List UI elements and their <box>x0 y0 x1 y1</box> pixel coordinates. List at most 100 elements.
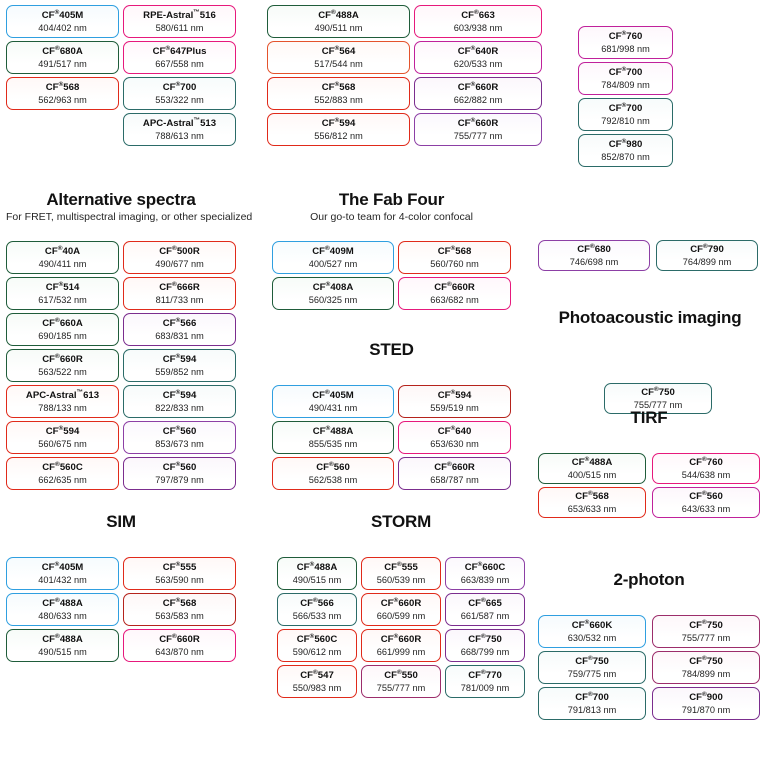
dye-spectra: 562/538 nm <box>308 474 358 485</box>
dye-name: CF®568 <box>45 81 80 94</box>
trademark-mark: ® <box>450 245 456 253</box>
dye-number: 660R <box>451 462 475 474</box>
dye-name: CF®660A <box>42 317 83 330</box>
dye-spectra: 653/633 nm <box>567 503 617 514</box>
dye-number: 594 <box>339 118 356 130</box>
dye-name: CF®566 <box>162 317 197 330</box>
dye-spectra: 580/611 nm <box>155 22 204 33</box>
dye-name: CF®750 <box>689 619 723 632</box>
dye-number: 980 <box>626 139 643 151</box>
dye-name: CF®660R <box>380 633 422 646</box>
dye-spectra: 784/899 nm <box>681 668 731 679</box>
dye-name: CF®900 <box>689 691 723 704</box>
trademark-mark: ® <box>328 461 334 469</box>
dye-spectra: 620/533 nm <box>453 58 503 69</box>
dye-spectra: 563/522 nm <box>38 366 87 377</box>
dye-spectra: 490/511 nm <box>314 22 363 33</box>
dye-name: CF®594 <box>437 389 472 402</box>
trademark-mark: ® <box>587 490 593 498</box>
